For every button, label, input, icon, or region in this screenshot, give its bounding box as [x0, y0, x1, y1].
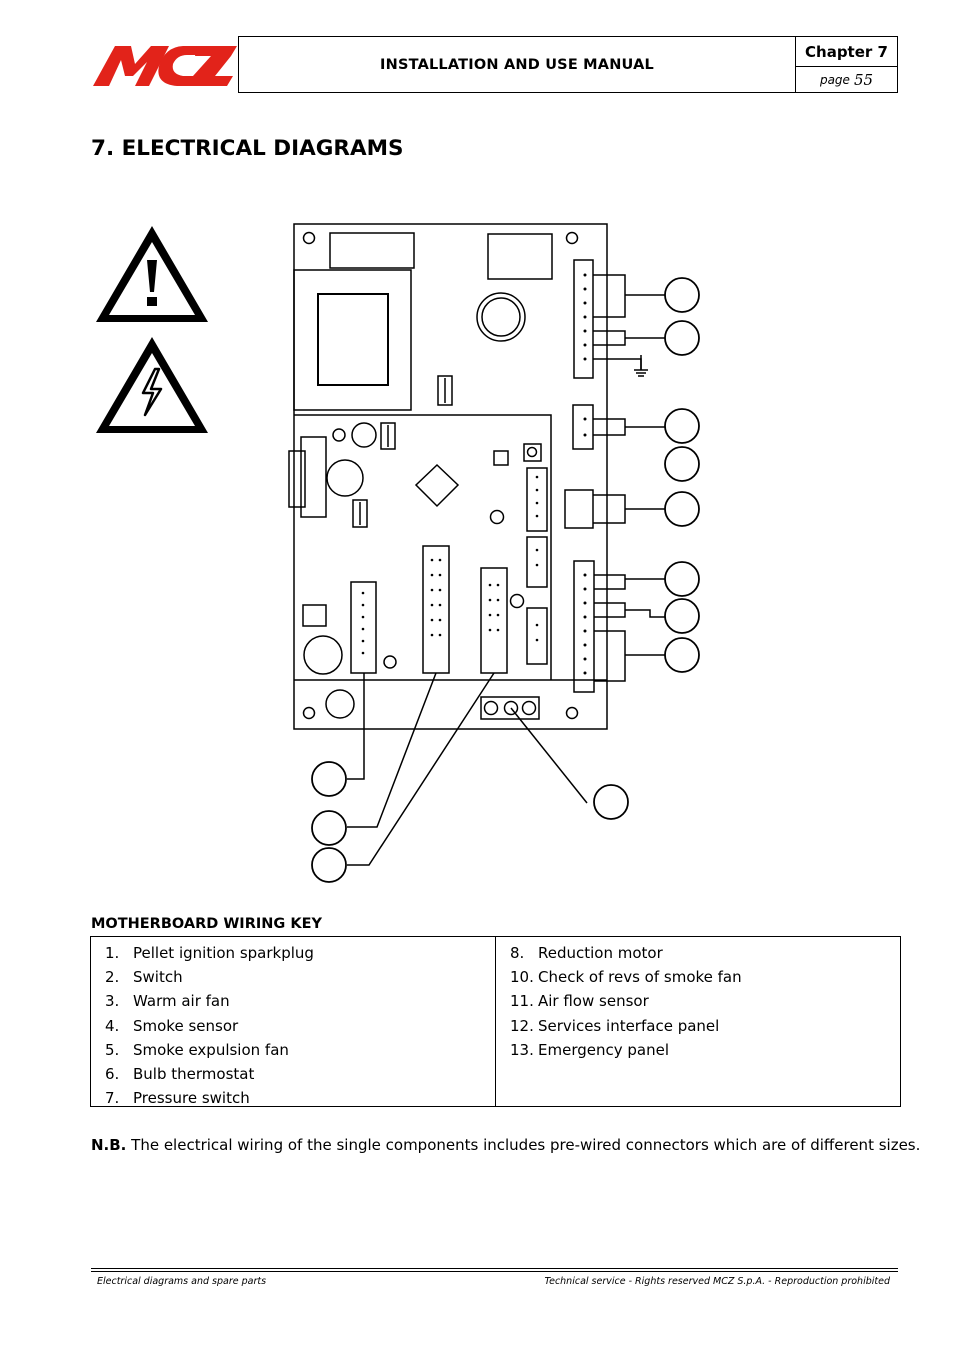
- list-item: 4. Smoke sensor: [91, 1014, 495, 1038]
- page-indicator: page 55: [795, 66, 898, 93]
- mcz-logo: [93, 46, 237, 86]
- footer-rights-label: Technical service - Rights reserved MCZ …: [544, 1276, 890, 1287]
- manual-title-text: INSTALLATION AND USE MANUAL: [380, 56, 654, 73]
- item-number: 10.: [510, 968, 534, 987]
- wiring-key-title: MOTHERBOARD WIRING KEY: [91, 916, 322, 932]
- footer-divider: [91, 1271, 898, 1272]
- item-number: 2.: [105, 968, 120, 987]
- item-label: Smoke sensor: [133, 1016, 239, 1035]
- wiring-key-table: 1. Pellet ignition sparkplug 2. Switch 3. W…: [90, 936, 901, 1107]
- wiring-key-left-column: 1. Pellet ignition sparkplug 2. Switch 3. W…: [91, 937, 495, 1107]
- item-number: 11.: [510, 992, 534, 1011]
- list-item: 2. Switch: [91, 965, 495, 989]
- item-label: Reduction motor: [538, 944, 663, 963]
- section-heading: 7. ELECTRICAL DIAGRAMS: [91, 136, 404, 161]
- item-label: Warm air fan: [133, 992, 230, 1011]
- item-number: 3.: [105, 992, 120, 1011]
- item-number: 5.: [105, 1040, 120, 1059]
- item-label: Check of revs of smoke fan: [538, 968, 742, 987]
- item-number: 7.: [105, 1089, 120, 1108]
- item-label: Services interface panel: [538, 1016, 720, 1035]
- chapter-text: Chapter 7: [805, 42, 888, 61]
- page-label: page: [819, 72, 850, 87]
- list-item: 12.Services interface panel: [496, 1014, 900, 1038]
- chapter-label: Chapter 7: [795, 36, 898, 67]
- footer-section-label: Electrical diagrams and spare parts: [97, 1276, 267, 1287]
- footer-divider: [91, 1268, 898, 1269]
- item-label: Switch: [133, 968, 183, 987]
- list-item: 8. Reduction motor: [496, 941, 900, 965]
- item-number: 12.: [510, 1016, 534, 1035]
- item-label: Pressure switch: [133, 1089, 250, 1108]
- list-item: 5. Smoke expulsion fan: [91, 1038, 495, 1062]
- item-number: 1.: [105, 944, 120, 963]
- wiring-note: N.B. The electrical wiring of the single…: [91, 1136, 920, 1154]
- item-label: Pellet ignition sparkplug: [133, 944, 314, 963]
- item-label: Smoke expulsion fan: [133, 1040, 289, 1059]
- manual-title: INSTALLATION AND USE MANUAL: [238, 36, 796, 93]
- item-label: Air flow sensor: [538, 992, 649, 1011]
- item-number: 13.: [510, 1040, 534, 1059]
- list-item: 11.Air flow sensor: [496, 989, 900, 1013]
- page-number: 55: [853, 70, 874, 89]
- list-item: 10.Check of revs of smoke fan: [496, 965, 900, 989]
- note-prefix: N.B.: [91, 1136, 127, 1154]
- note-text: The electrical wiring of the single comp…: [126, 1136, 921, 1154]
- item-number: 8.: [510, 944, 525, 963]
- wiring-key-right-column: 8. Reduction motor 10.Check of revs of sm…: [495, 937, 900, 1106]
- item-label: Bulb thermostat: [133, 1065, 255, 1084]
- item-label: Emergency panel: [538, 1040, 669, 1059]
- warning-exclamation-icon: [96, 226, 208, 322]
- list-item: 13.Emergency panel: [496, 1038, 900, 1062]
- ground-symbol-icon: [634, 355, 648, 377]
- item-number: 6.: [105, 1065, 120, 1084]
- item-number: 4.: [105, 1016, 120, 1035]
- list-item: 7. Pressure switch: [91, 1086, 495, 1110]
- list-item: 6. Bulb thermostat: [91, 1062, 495, 1086]
- list-item: 3. Warm air fan: [91, 989, 495, 1013]
- electric-hazard-icon: [96, 337, 208, 433]
- motherboard-diagram: [288, 223, 700, 883]
- list-item: 1. Pellet ignition sparkplug: [91, 941, 495, 965]
